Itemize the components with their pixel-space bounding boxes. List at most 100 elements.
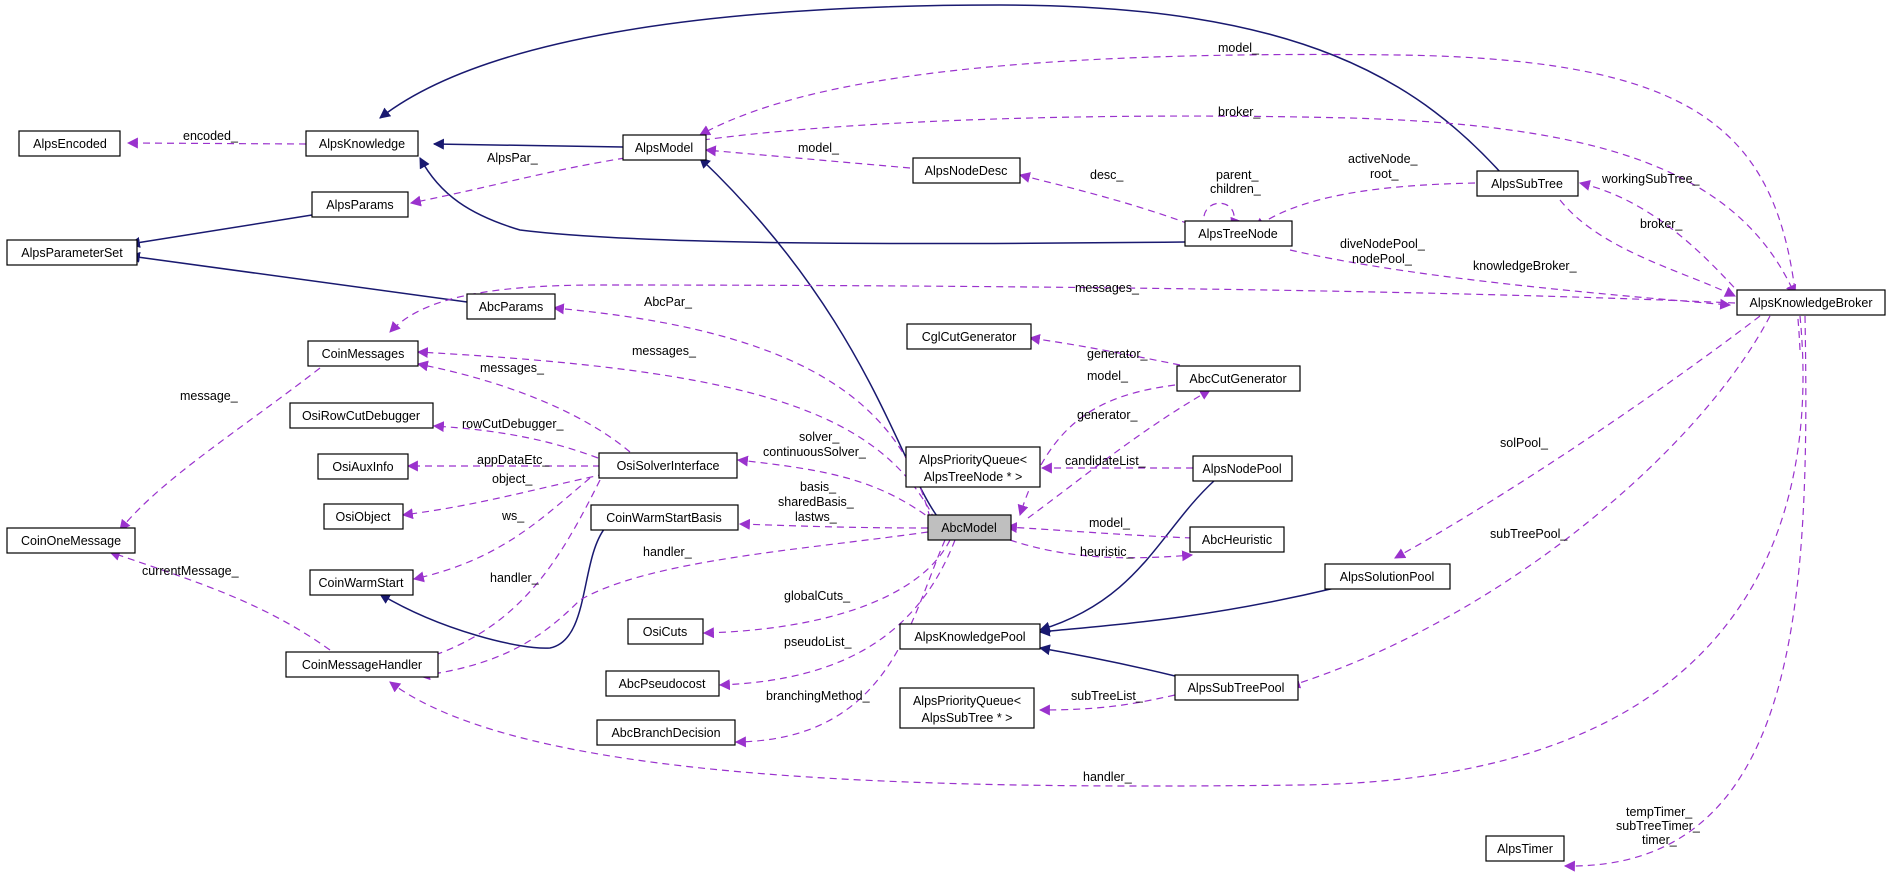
edge-labels: model_ broker_ encoded_ AlpsPar_ model_ … [142,41,1701,847]
label-subtreetimer: subTreeTimer_ [1616,819,1701,833]
edge-subtreepool [1288,315,1771,689]
svg-text:OsiSolverInterface: OsiSolverInterface [617,459,720,473]
node-abcpseudocost[interactable]: AbcPseudocost [605,670,720,697]
svg-text:AlpsSubTree * >: AlpsSubTree * > [922,711,1013,725]
label-model-heur: model_ [1089,516,1131,530]
label-knowledgebroker: knowledgeBroker_ [1473,259,1578,273]
label-subtreepool: subTreePool_ [1490,527,1568,541]
node-coinonemessage[interactable]: CoinOneMessage [6,527,136,554]
node-alpsparameterset[interactable]: AlpsParameterSet [6,239,138,266]
label-rowcutdebugger: rowCutDebugger_ [462,417,564,431]
node-alpsnodepool[interactable]: AlpsNodePool [1192,455,1293,482]
svg-text:AlpsKnowledgeBroker: AlpsKnowledgeBroker [1750,296,1873,310]
svg-text:OsiAuxInfo: OsiAuxInfo [332,460,393,474]
label-handler-osi: handler_ [490,571,540,585]
node-abcparams[interactable]: AbcParams [466,293,556,320]
edge-solver [736,455,936,523]
edge-workingsubtree [1578,179,1743,297]
label-solver: solver_ [799,430,840,444]
node-alpspriorityqueue-treenode[interactable]: AlpsPriorityQueue< AlpsTreeNode * > [905,446,1041,488]
svg-text:AbcPseudocost: AbcPseudocost [619,677,706,691]
edge-alpsparams-to-alpsparameterset [128,214,313,248]
node-coinwarmstartbasis[interactable]: CoinWarmStartBasis [590,504,739,531]
edge-broker-alpsmodel-broker [702,115,1797,297]
svg-text:CoinWarmStart: CoinWarmStart [319,576,404,590]
node-alpsparams[interactable]: AlpsParams [311,191,409,218]
svg-text:AlpsKnowledgePool: AlpsKnowledgePool [914,630,1025,644]
edge-subtreelist [1038,694,1176,716]
svg-text:AlpsPriorityQueue<: AlpsPriorityQueue< [919,453,1027,467]
node-osiauxinfo[interactable]: OsiAuxInfo [317,453,409,480]
edge-alpstreenode-to-alpsknowledge [419,157,1186,245]
edge-heuristic [1009,539,1194,562]
node-alpstimer[interactable]: AlpsTimer [1485,835,1565,862]
svg-text:AlpsTreeNode * >: AlpsTreeNode * > [924,470,1023,484]
node-alpstreenode[interactable]: AlpsTreeNode [1184,220,1293,247]
edge-message [119,367,321,531]
edge-alpsmodel-to-alpsknowledge [432,138,624,150]
edge-messages-broker [389,284,1736,333]
label-subtreelist: subTreeList_ [1071,689,1144,703]
node-abccutgenerator[interactable]: AbcCutGenerator [1176,365,1301,392]
edge-model-nodedesc [704,145,911,169]
node-osisolverinterface[interactable]: OsiSolverInterface [598,452,738,479]
label-root: root_ [1370,167,1400,181]
node-alpsknowledge[interactable]: AlpsKnowledge [305,130,419,157]
svg-text:OsiRowCutDebugger: OsiRowCutDebugger [302,409,420,423]
node-alpsknowledgebroker[interactable]: AlpsKnowledgeBroker [1736,289,1886,316]
edge-alpspar [409,157,626,207]
edge-messages-model [416,347,936,521]
nodes: AlpsEncoded AlpsKnowledge AlpsModel Alps… [6,130,1886,862]
svg-text:CoinOneMessage: CoinOneMessage [21,534,121,548]
label-candidatelist: candidateList_ [1065,454,1147,468]
label-alpspar: AlpsPar_ [487,151,539,165]
node-coinwarmstart[interactable]: CoinWarmStart [309,569,414,596]
node-alpssubtree[interactable]: AlpsSubTree [1476,170,1579,197]
svg-text:AlpsNodeDesc: AlpsNodeDesc [925,164,1008,178]
edge-desc [1018,172,1201,229]
edge-abcparams-to-alpsparameterset [128,251,468,303]
node-coinmessagehandler[interactable]: CoinMessageHandler [285,651,439,678]
svg-text:AbcParams: AbcParams [479,300,544,314]
node-coinmessages[interactable]: CoinMessages [307,340,419,367]
label-nodepool: nodePool_ [1352,252,1413,266]
node-alpsmodel[interactable]: AlpsModel [622,134,707,161]
edge-abcmodel-to-alpsmodel [699,157,941,521]
label-ws: ws_ [501,509,525,523]
label-timer: timer_ [1642,833,1678,847]
node-alpsknowledgepool[interactable]: AlpsKnowledgePool [899,623,1041,650]
node-alpssubtreepool[interactable]: AlpsSubTreePool [1174,674,1299,701]
label-object: object_ [492,472,533,486]
edge-timers [1563,315,1807,872]
svg-text:AbcCutGenerator: AbcCutGenerator [1189,372,1286,386]
node-alpsnodedesc[interactable]: AlpsNodeDesc [912,157,1021,184]
label-desc: desc_ [1090,168,1124,182]
svg-text:AlpsSubTreePool: AlpsSubTreePool [1188,681,1285,695]
svg-text:AbcModel: AbcModel [941,521,997,535]
node-alpsencoded[interactable]: AlpsEncoded [18,130,121,157]
label-sharedbasis: sharedBasis_ [778,495,855,509]
svg-text:OsiObject: OsiObject [336,510,391,524]
edge-broker-subtree [1559,199,1736,297]
label-basis: basis_ [800,480,837,494]
svg-text:AlpsSubTree: AlpsSubTree [1491,177,1563,191]
node-abcbranchdecision[interactable]: AbcBranchDecision [596,719,736,746]
edge-activenode-root [1254,182,1476,229]
label-generator-cut: generator_ [1077,408,1139,422]
node-osicuts[interactable]: OsiCuts [627,618,704,645]
node-alpspriorityqueue-subtree[interactable]: AlpsPriorityQueue<AlpsSubTree * > [899,687,1035,729]
label-children: children_ [1210,182,1262,196]
node-osirowcutdebugger[interactable]: OsiRowCutDebugger [289,402,434,429]
edge-knowledgebroker [1289,249,1732,310]
node-cglcutgenerator[interactable]: CglCutGenerator [906,323,1032,350]
label-abcpar: AbcPar_ [644,295,693,309]
node-abcmodel[interactable]: AbcModel [927,514,1012,541]
edge-model-broker-alpsmodel [699,53,1801,351]
svg-text:AlpsTreeNode: AlpsTreeNode [1198,227,1277,241]
node-osiobject[interactable]: OsiObject [323,503,404,530]
node-abcheuristic[interactable]: AbcHeuristic [1189,526,1285,553]
node-alpssolutionpool[interactable]: AlpsSolutionPool [1324,563,1451,590]
svg-text:CglCutGenerator: CglCutGenerator [922,330,1017,344]
label-globalcuts: globalCuts_ [784,589,851,603]
